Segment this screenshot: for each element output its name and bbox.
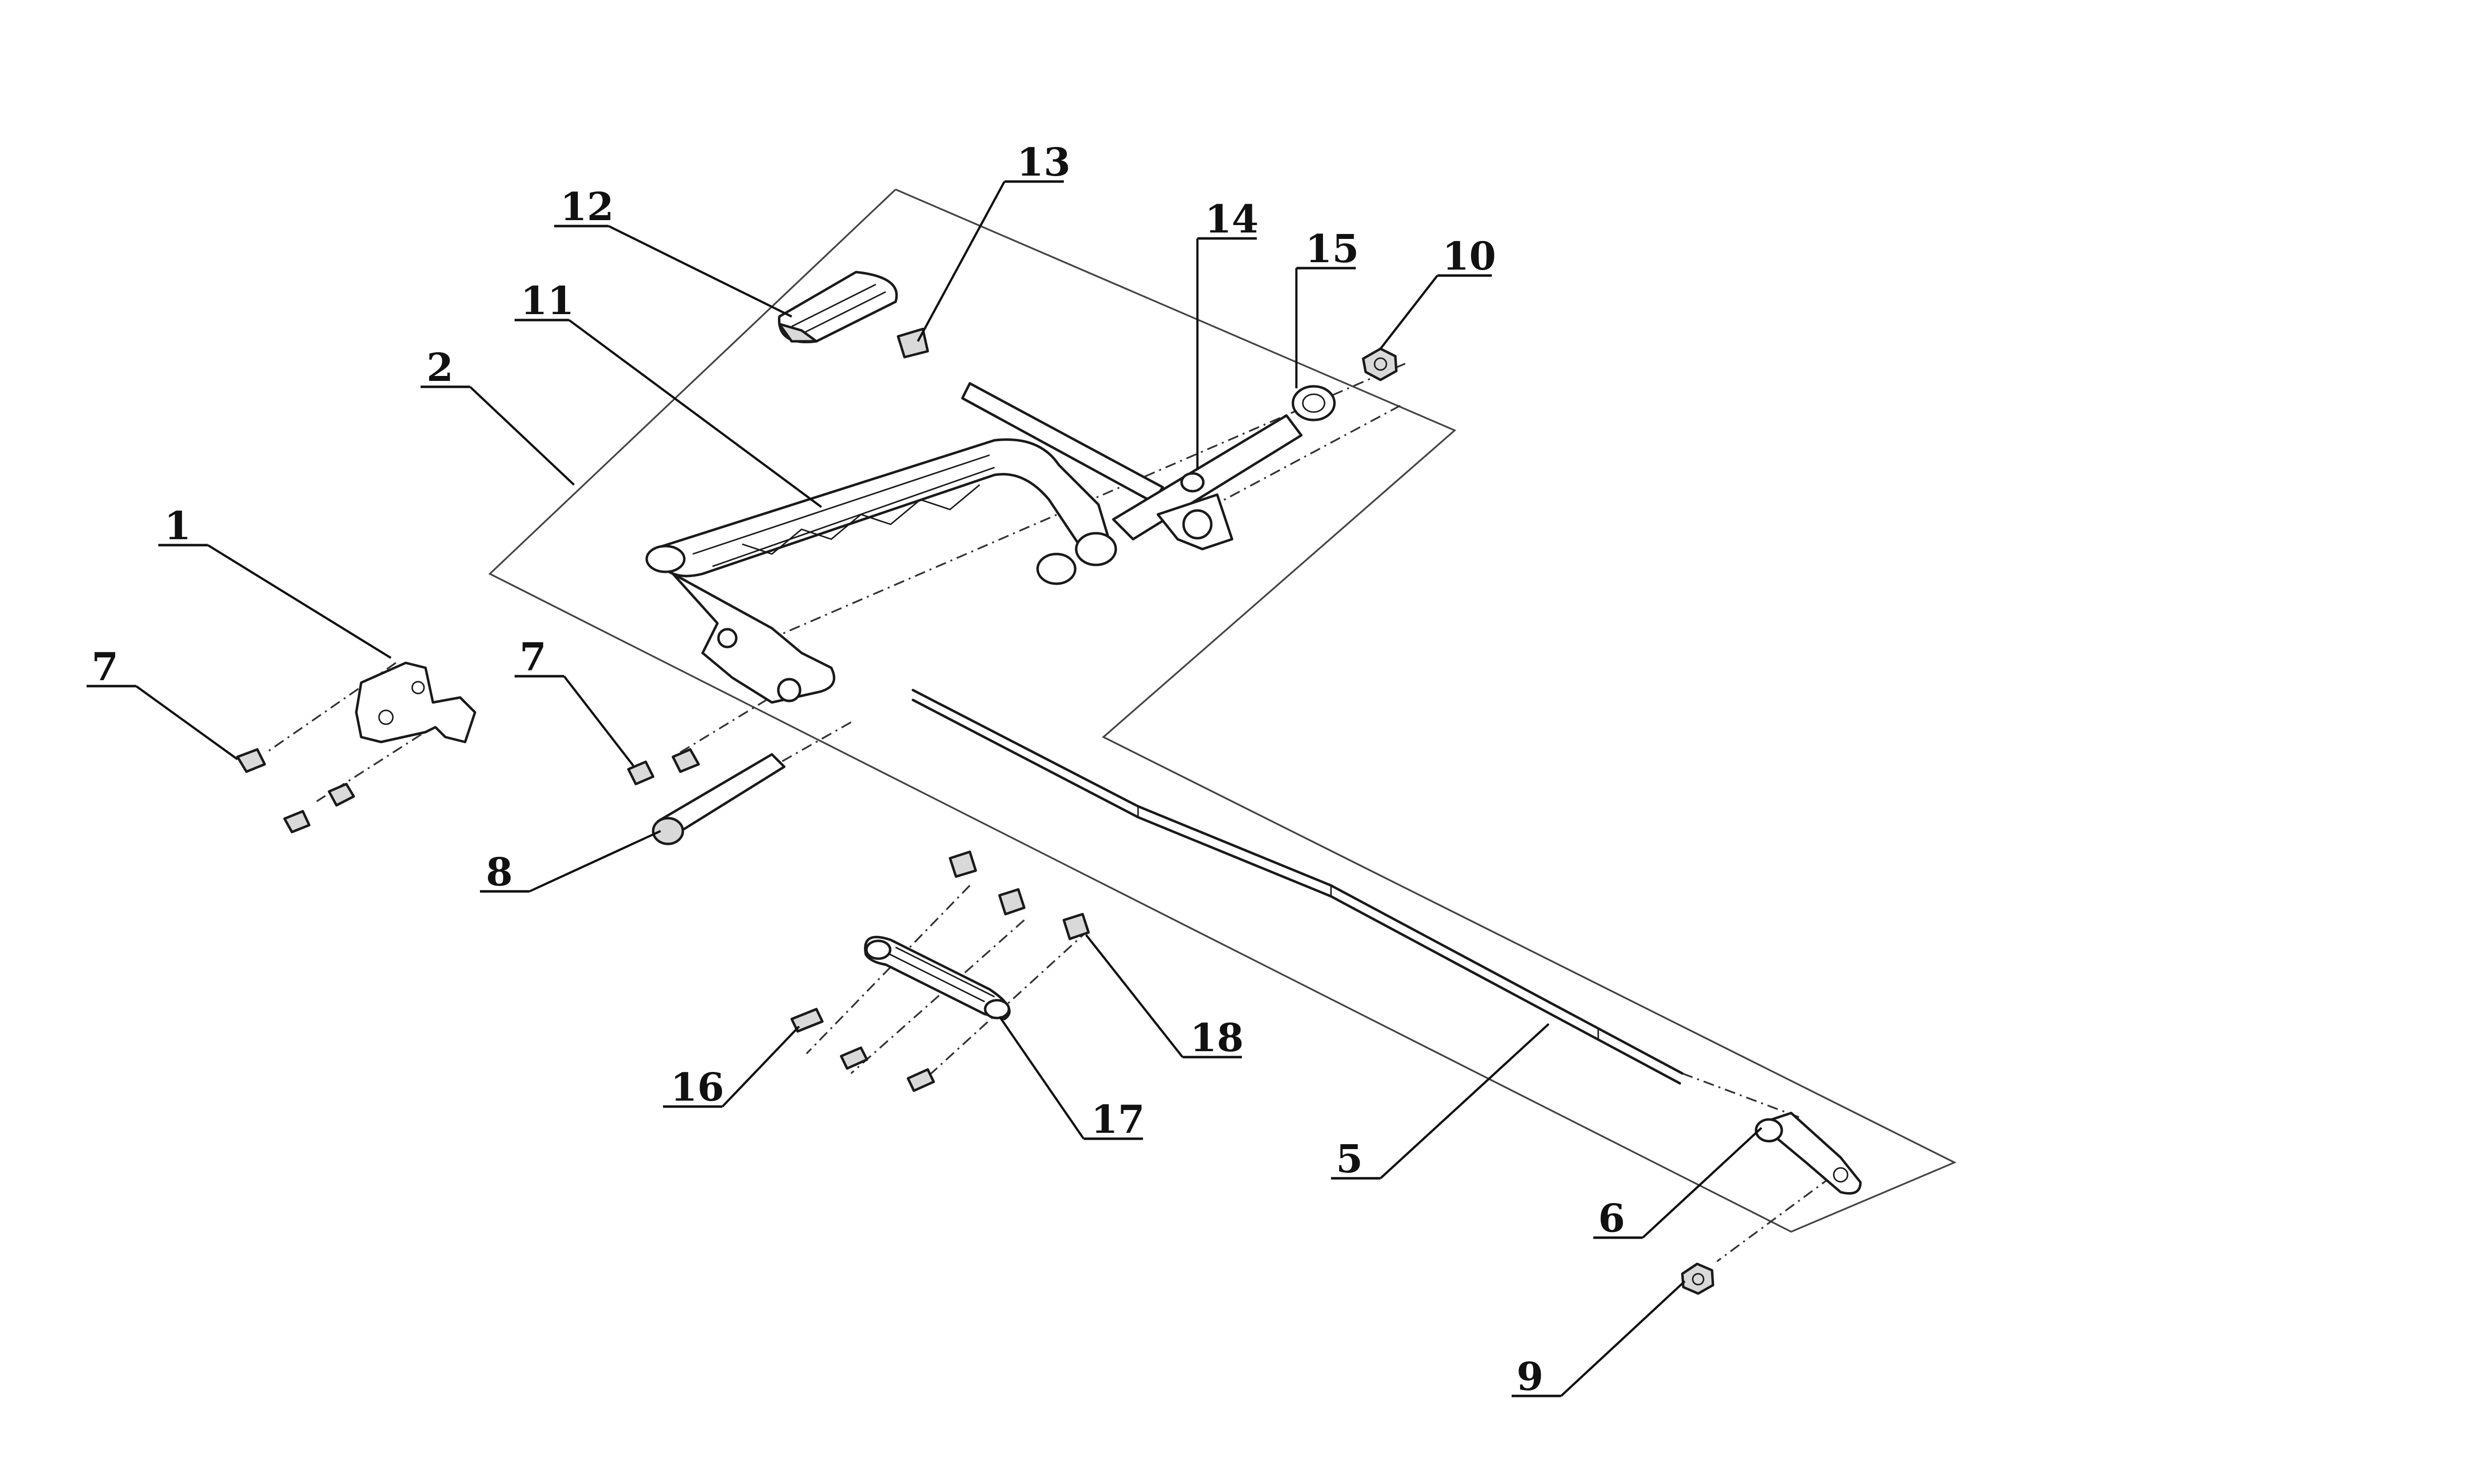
callout-14: 14 (1196, 197, 1259, 470)
callout-16: 16 (663, 1025, 800, 1110)
svg-text:5: 5 (1336, 1137, 1363, 1182)
callout-7-left: 7 (87, 645, 238, 760)
pin-part-8 (652, 753, 786, 845)
svg-text:15: 15 (1305, 227, 1359, 272)
axis-bushings (1036, 532, 1117, 585)
nut-part-10 (1362, 347, 1398, 381)
pivot-shaft-part (961, 382, 1303, 551)
link-rod-part (911, 689, 1684, 1085)
svg-text:18: 18 (1190, 1016, 1244, 1061)
heel-plate-part (864, 935, 1011, 1020)
callout-5: 5 (1331, 1023, 1550, 1182)
svg-text:14: 14 (1205, 197, 1259, 242)
svg-text:16: 16 (670, 1065, 724, 1110)
svg-text:8: 8 (486, 850, 513, 895)
callout-1: 1 (158, 504, 392, 659)
lever-part-6 (1755, 1112, 1862, 1195)
svg-text:7: 7 (520, 635, 546, 680)
svg-text:10: 10 (1442, 234, 1496, 279)
svg-text:17: 17 (1091, 1097, 1145, 1142)
svg-text:11: 11 (521, 278, 574, 324)
callout-2: 2 (421, 345, 575, 486)
screws-center (627, 748, 700, 786)
nut-part-9 (1681, 1262, 1714, 1295)
svg-text:9: 9 (1517, 1354, 1543, 1399)
plate-nuts-part (949, 850, 1090, 940)
pedal-arm-part (645, 438, 1115, 704)
callout-10: 10 (1380, 234, 1496, 350)
collar-part (1291, 385, 1336, 421)
svg-text:12: 12 (560, 185, 614, 230)
callout-9: 9 (1512, 1280, 1686, 1399)
svg-text:7: 7 (92, 645, 118, 690)
callout-11: 11 (515, 278, 822, 508)
plate-screws-part (790, 1008, 935, 1092)
callout-12: 12 (554, 185, 792, 318)
svg-text:13: 13 (1017, 140, 1071, 185)
callout-18: 18 (1085, 934, 1244, 1061)
callout-15: 15 (1295, 227, 1359, 388)
svg-text:1: 1 (164, 504, 191, 549)
pedal-pad-part (778, 271, 898, 343)
svg-text:2: 2 (427, 345, 453, 390)
svg-text:6: 6 (1598, 1196, 1625, 1241)
callout-13: 13 (917, 140, 1071, 342)
callout-6: 6 (1593, 1127, 1762, 1241)
screws-left (236, 748, 355, 834)
callout-7-center: 7 (515, 635, 634, 767)
callout-8: 8 (480, 830, 661, 895)
callout-17: 17 (999, 1016, 1145, 1142)
assembly-frame (488, 188, 1957, 1233)
bracket-part (355, 661, 476, 743)
